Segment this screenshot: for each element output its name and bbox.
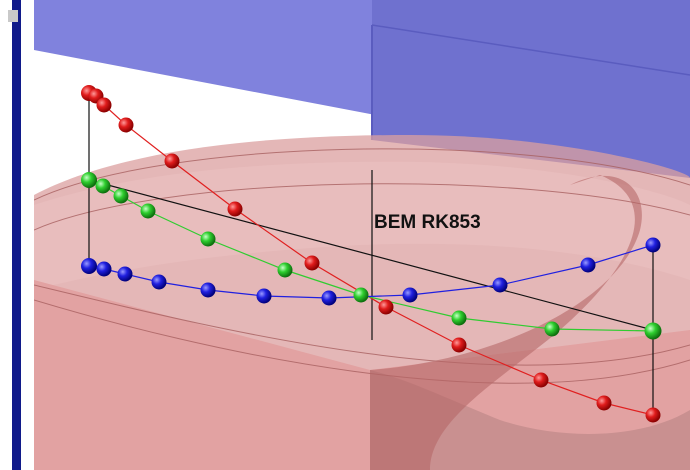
green-marker [544, 321, 560, 337]
green-marker [277, 262, 293, 278]
green-marker [81, 172, 97, 188]
blue-marker [256, 288, 272, 304]
ellipsoid-lower [34, 280, 690, 470]
upper-box-edge-2 [371, 24, 690, 76]
vertical-tube [370, 175, 642, 470]
blue-marker [96, 261, 112, 277]
red-marker [227, 201, 243, 217]
upper-box [34, 0, 690, 178]
red-series-markers [81, 85, 661, 423]
left-panel-edge [0, 0, 34, 470]
red-marker [96, 97, 112, 113]
green-marker [200, 231, 216, 247]
blue-series-markers [81, 237, 661, 306]
blue-marker [81, 258, 97, 274]
ellipsoid-shadow [370, 370, 690, 470]
green-marker [644, 322, 662, 340]
blue-marker [402, 287, 418, 303]
blue-marker [580, 257, 596, 273]
ring-outline [34, 148, 690, 384]
blue-marker [117, 266, 133, 282]
green-marker [140, 203, 156, 219]
red-marker [533, 372, 549, 388]
blue-marker [321, 290, 337, 306]
green-marker [113, 188, 129, 204]
blue-marker [151, 274, 167, 290]
ellipsoid-body [34, 135, 690, 470]
red-marker [304, 255, 320, 271]
green-marker [353, 287, 369, 303]
blue-marker [200, 282, 216, 298]
red-marker [596, 395, 612, 411]
red-marker [164, 153, 180, 169]
3d-viewport[interactable]: BEM RK853 [34, 0, 690, 470]
window-border-bar [12, 0, 21, 470]
red-marker [118, 117, 134, 133]
viewport-label: BEM RK853 [374, 212, 481, 233]
blue-marker [645, 237, 661, 253]
red-marker [645, 407, 661, 423]
red-marker [378, 299, 394, 315]
blue-marker [492, 277, 508, 293]
window-border-notch [8, 10, 18, 22]
red-marker [451, 337, 467, 353]
upper-box-side-face [372, 0, 690, 178]
green-marker [451, 310, 467, 326]
green-series-line [88, 179, 654, 332]
green-marker [95, 178, 111, 194]
green-series-markers [81, 172, 662, 340]
